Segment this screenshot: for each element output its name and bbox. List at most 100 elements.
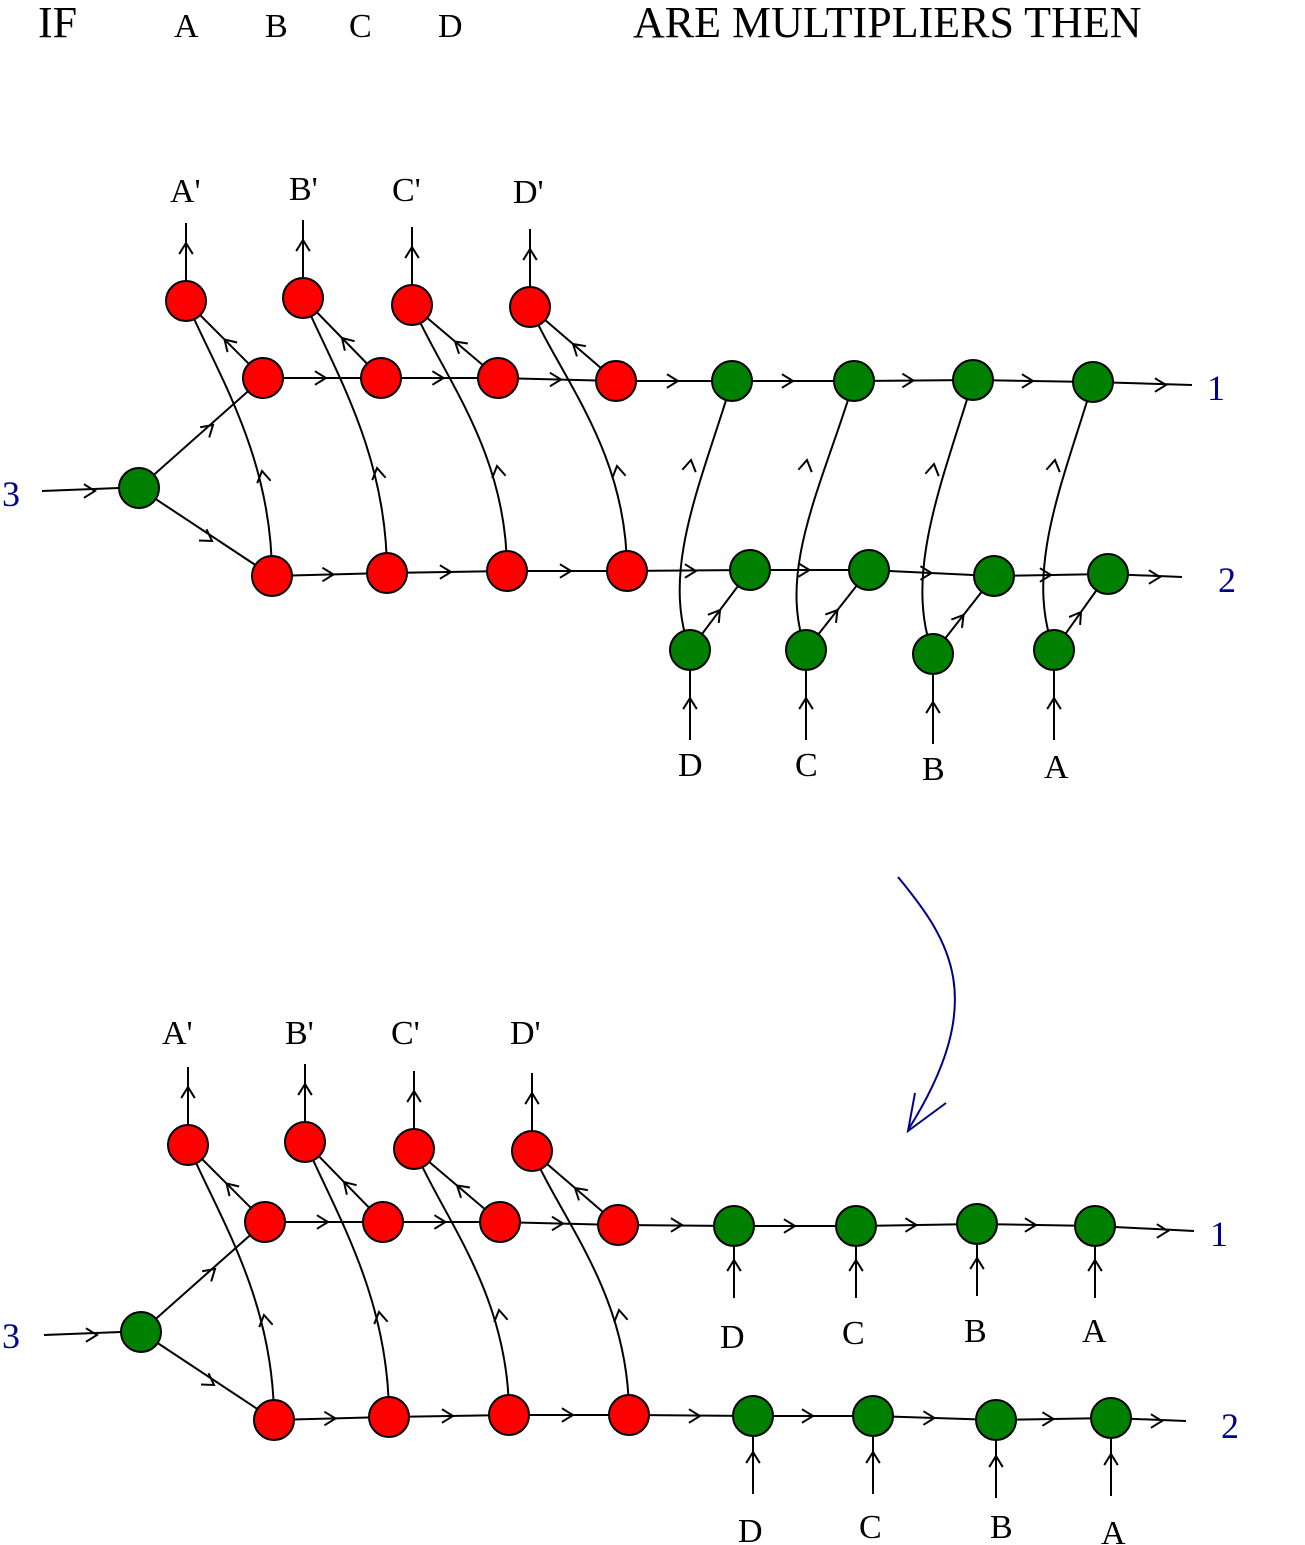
node-red-top-1 [284,1121,326,1163]
node-red-mid-1 [360,357,402,399]
edge-low-top-2 [413,1148,510,1416]
arrow-line2-input-3 [1103,1452,1119,1466]
node-green-line1-2 [956,1203,998,1245]
bottom-line1-input-d: D [720,1319,745,1356]
node-red-low-3 [608,1394,650,1436]
node-red-mid-3 [597,1204,639,1246]
arrow-g3-g1-2 [924,462,940,477]
arrow-out-1 [297,1082,313,1096]
arrow-input-0 [682,696,698,710]
arrow-g2-2 [1039,567,1053,583]
node-green-feed-0 [669,629,711,671]
node-red-low-0 [251,555,293,597]
arrow-line1-input-3 [1087,1258,1103,1272]
arrow-g2-0 [801,1408,815,1424]
bottom-arrowheads [85,1082,1170,1468]
node-green-feed-1 [785,629,827,671]
arrow-src-upper [202,1267,217,1282]
edge-src-lower [140,1331,275,1421]
arrow-g2-1 [922,1410,937,1426]
edge-g3-g1-1 [795,380,855,651]
bottom-output-port-1: 1 [1210,1214,1228,1254]
node-red-top-3 [511,1130,553,1172]
header-if: IF [38,0,77,47]
bottom-line2-input-d: D [738,1513,763,1545]
arrow-mid-top-3 [573,1186,588,1201]
node-source [118,467,160,509]
node-red-mid-3 [595,360,637,402]
arrow-line2-input-2 [988,1454,1004,1468]
edge-input-3 [43,1331,122,1336]
arrow-mid-top-1 [340,336,355,351]
arrow-red-green2 [688,1408,702,1424]
arrow-line2-input-1 [865,1450,881,1464]
arrow-out-2 [406,1089,422,1103]
arrow-input-2 [925,700,941,714]
arrow-g3-g2-3 [1068,610,1083,626]
node-green-line1-1 [833,360,875,402]
arrow-g1-1 [904,1217,919,1233]
arrow-mid-top-0 [223,338,238,353]
transform-arrow [897,876,956,1134]
header: IF A B C D ARE MULTIPLIERS THEN [38,0,1141,47]
node-green-feed-3 [1033,629,1075,671]
top-input-d: D [678,747,703,784]
edge-g3-g1-3 [1042,381,1094,651]
node-red-mid-0 [242,357,284,399]
bottom-line2-input-b: B [990,1509,1013,1545]
node-red-low-2 [488,1394,530,1436]
edge-low-top-3 [529,306,628,572]
header-symbol-c: C [349,8,372,45]
arrow-line1-input-1 [848,1258,864,1272]
node-green-line2-3 [1090,1397,1132,1439]
arrow-input-3 [1046,696,1062,710]
arrow-g3-g2-1 [824,608,839,624]
bottom-line1-input-a: A [1082,1313,1107,1350]
edge-input-3 [41,487,120,492]
bottom-line2-input-a: A [1101,1515,1126,1545]
node-red-mid-2 [477,357,519,399]
node-red-top-1 [282,277,324,319]
edge-low-top-0 [185,300,273,577]
arrow-mid-top-3 [571,342,586,357]
transform-arrowhead [906,1092,947,1134]
node-red-low-2 [486,550,528,592]
arrow-out-1 [295,238,311,252]
node-green-line2-1 [852,1395,894,1437]
node-green-line2-0 [732,1395,774,1437]
arrow-line2-input-0 [745,1450,761,1464]
arrow-g2-0 [797,562,812,578]
arrow-input-3 [83,483,97,499]
bottom-nodes [120,1121,1132,1441]
node-red-low-3 [606,550,648,592]
arrow-mid-2 [549,371,563,388]
arrow-src-upper [200,423,215,438]
node-green-line2-1 [848,549,890,591]
node-red-top-2 [393,1128,435,1170]
header-symbol-a: A [174,8,199,45]
edge-src-lower [138,487,273,577]
arrow-low-2 [559,563,573,579]
arrow-low-0 [323,1410,338,1427]
bottom-diagram: 3 1 2 A' B' C' D' D C B A D C B A [2,1015,1239,1545]
node-red-top-2 [391,284,433,326]
arrow-out-0 [180,1085,196,1099]
arrow-low-1 [441,1408,455,1424]
arrow-mid-0 [314,370,328,386]
arrow-out-2 [1150,1413,1164,1429]
bottom-output-port-2: 2 [1221,1406,1239,1446]
arrow-low-1 [439,564,453,580]
arrow-mid-top-1 [342,1180,357,1195]
bottom-input-port-3: 3 [2,1316,20,1356]
arrow-mid-2 [551,1215,565,1232]
node-green-line1-3 [1072,361,1114,403]
arrow-red-green1 [670,1217,684,1233]
arrow-input-3 [85,1327,99,1343]
arrow-low-0 [321,566,336,583]
node-red-mid-2 [479,1201,521,1243]
arrow-low-top-1 [373,1310,389,1325]
edge-src-upper [140,1221,266,1333]
node-red-low-0 [253,1399,295,1441]
node-red-low-1 [366,552,408,594]
